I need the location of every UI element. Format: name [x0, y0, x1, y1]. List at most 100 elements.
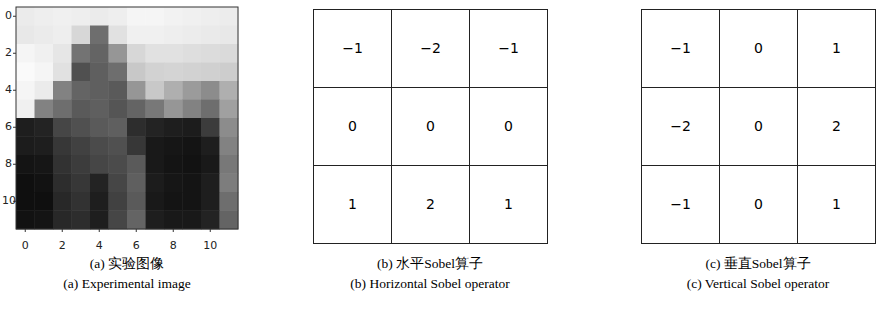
sobel-grid-horizontal: [314, 10, 548, 244]
tick-mark: [13, 164, 16, 165]
pixel: [109, 211, 128, 230]
pixel: [90, 100, 109, 119]
pixel: [53, 155, 72, 174]
pixel: [16, 137, 35, 156]
pixel: [146, 211, 165, 230]
pixel: [220, 63, 239, 82]
pixel: [164, 100, 183, 119]
sobel-grid-vertical: [642, 10, 876, 244]
pixel: [146, 100, 165, 119]
y-tick-label: 0: [5, 10, 12, 22]
pixel: [127, 211, 146, 230]
pixel: [53, 192, 72, 211]
pixel: [35, 192, 54, 211]
axis-ticks: [13, 16, 210, 232]
pixel: [16, 44, 35, 63]
kernel-cell-value: 2: [832, 119, 841, 134]
pixel: [220, 211, 239, 230]
pixel: [201, 7, 220, 26]
pixel: [201, 81, 220, 100]
pixel: [72, 81, 91, 100]
pixel: [35, 100, 54, 119]
kernel-cell-value: −1: [670, 197, 691, 212]
pixel: [35, 26, 54, 45]
pixel: [109, 118, 128, 137]
kernel-cell-value: 1: [348, 197, 357, 212]
pixel: [164, 192, 183, 211]
pixel: [16, 26, 35, 45]
pixel: [16, 100, 35, 119]
tick-mark: [62, 229, 63, 232]
tick-mark: [13, 16, 16, 17]
pixel: [201, 100, 220, 119]
pixel: [127, 192, 146, 211]
pixel: [146, 155, 165, 174]
pixel: [53, 7, 72, 26]
pixel: [146, 63, 165, 82]
pixel: [109, 26, 128, 45]
pixel: [183, 174, 202, 193]
pixel: [90, 174, 109, 193]
pixel: [201, 26, 220, 45]
pixel: [183, 100, 202, 119]
pixel: [164, 155, 183, 174]
pixel: [90, 211, 109, 230]
pixel: [146, 137, 165, 156]
pixel: [90, 118, 109, 137]
kernel-cell-value: 0: [754, 197, 763, 212]
pixel: [146, 118, 165, 137]
pixel: [35, 174, 54, 193]
pixel: [72, 26, 91, 45]
pixel: [146, 174, 165, 193]
pixel: [220, 137, 239, 156]
kernel-cell-value: 1: [832, 197, 841, 212]
pixel: [16, 192, 35, 211]
pixel: [53, 211, 72, 230]
pixel: [146, 81, 165, 100]
pixel: [35, 44, 54, 63]
pixel: [201, 137, 220, 156]
pixel: [90, 155, 109, 174]
pixel: [220, 81, 239, 100]
pixel: [201, 63, 220, 82]
pixel: [53, 44, 72, 63]
pixel: [164, 26, 183, 45]
caption-english: (b) Horizontal Sobel operator: [350, 277, 509, 292]
pixel: [164, 137, 183, 156]
caption-chinese: (b) 水平Sobel算子: [377, 257, 483, 272]
pixel: [35, 81, 54, 100]
x-tick-label: 4: [96, 240, 103, 252]
tick-mark: [173, 229, 174, 232]
pixel: [146, 192, 165, 211]
pixel: [201, 211, 220, 230]
pixel: [72, 7, 91, 26]
x-tick-label: 8: [170, 240, 177, 252]
x-tick-label: 6: [133, 240, 140, 252]
pixel: [164, 63, 183, 82]
pixel: [183, 192, 202, 211]
pixel: [72, 118, 91, 137]
x-tick-label: 2: [59, 240, 66, 252]
pixel: [53, 174, 72, 193]
pixel: [16, 211, 35, 230]
pixel: [53, 100, 72, 119]
tick-mark: [13, 53, 16, 54]
pixel: [90, 192, 109, 211]
pixel: [72, 155, 91, 174]
kernel-cell-value: −1: [498, 41, 519, 56]
pixel: [90, 81, 109, 100]
pixel: [220, 100, 239, 119]
pixel: [16, 81, 35, 100]
pixel: [127, 81, 146, 100]
pixel: [109, 137, 128, 156]
tick-mark: [25, 229, 26, 232]
pixel: [53, 137, 72, 156]
pixel: [72, 137, 91, 156]
pixel: [109, 7, 128, 26]
kernel-cell-value: 2: [426, 197, 435, 212]
pixel: [90, 26, 109, 45]
pixel: [146, 7, 165, 26]
tick-mark: [210, 229, 211, 232]
pixel: [109, 81, 128, 100]
pixel: [220, 26, 239, 45]
